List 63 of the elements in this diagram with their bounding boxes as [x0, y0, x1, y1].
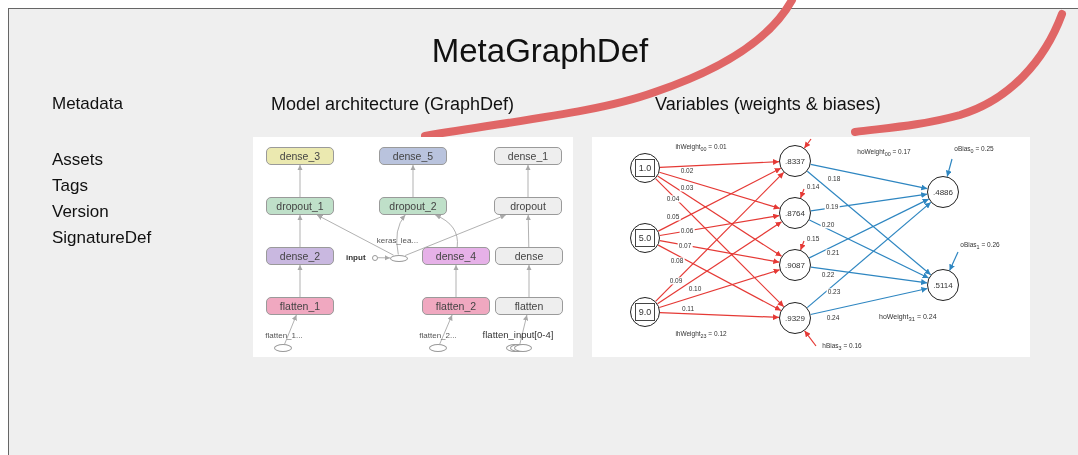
value-box: 1.0 — [634, 159, 656, 177]
list-item: Assets — [52, 150, 104, 170]
section-heading: Variables (weights & biases) — [655, 94, 881, 115]
node-label: keras_lea... — [376, 236, 419, 245]
arrow — [658, 268, 781, 309]
neuron-circle — [630, 153, 660, 183]
arrow — [804, 330, 817, 347]
neuron-circle: .5114 — [927, 269, 959, 301]
slide-title: MetaGraphDef — [431, 32, 649, 70]
layer-box: dense_3 — [266, 147, 334, 165]
arrow — [810, 192, 928, 212]
neuron-circle: .4886 — [927, 176, 959, 208]
arrow — [657, 167, 782, 232]
layer-box: dense_4 — [422, 247, 490, 265]
list-item: Tags — [52, 176, 88, 196]
arrow — [806, 201, 932, 309]
arrow — [799, 240, 806, 251]
arrow — [656, 221, 783, 305]
section-heading: Model architecture (GraphDef) — [271, 94, 515, 115]
arrow — [659, 213, 780, 237]
layer-box: flatten_2 — [422, 297, 490, 315]
arrow — [657, 244, 782, 312]
arrow — [810, 286, 928, 316]
layer-box: dropout_2 — [379, 197, 447, 215]
neuron-circle — [630, 223, 660, 253]
arrow — [808, 198, 930, 259]
layer-box: dense_1 — [494, 147, 562, 165]
neuron-circle: .9329 — [779, 302, 811, 334]
neuron-circle: .9087 — [779, 249, 811, 281]
layer-box: dropout_1 — [266, 197, 334, 215]
value-box: 5.0 — [634, 229, 656, 247]
node-label: flatten_input[0-4] — [482, 329, 554, 340]
value-box: 9.0 — [634, 303, 656, 321]
node-label: flatten_2... — [419, 331, 457, 340]
list-item: Metadata — [52, 94, 123, 114]
arrow — [799, 188, 806, 199]
neuron-circle: .8337 — [779, 145, 811, 177]
arrow — [659, 312, 780, 321]
arrow — [659, 159, 780, 168]
node-label: input — [346, 253, 366, 262]
neuron-circle: .8764 — [779, 197, 811, 229]
layer-box: dense_5 — [379, 147, 447, 165]
arrow — [658, 171, 781, 210]
graph-node — [346, 252, 378, 263]
arrow — [810, 163, 928, 191]
node-label: flatten_1... — [265, 331, 303, 340]
layer-box: flatten — [495, 297, 563, 315]
graph-node — [374, 236, 421, 263]
list-item: Version — [52, 202, 109, 222]
arrow — [810, 266, 928, 286]
arrow — [945, 158, 953, 178]
neuron-circle — [630, 297, 660, 327]
layer-box: flatten_1 — [266, 297, 334, 315]
arrow — [806, 170, 932, 276]
arrow — [949, 251, 959, 271]
layer-box: dense_2 — [266, 247, 334, 265]
list-item: SignatureDef — [52, 228, 152, 248]
arrow — [803, 138, 812, 149]
arrow — [808, 219, 930, 279]
arrow — [657, 175, 783, 257]
layer-box: dropout — [494, 197, 562, 215]
arrow — [659, 240, 780, 265]
layer-box: dense — [495, 247, 563, 265]
